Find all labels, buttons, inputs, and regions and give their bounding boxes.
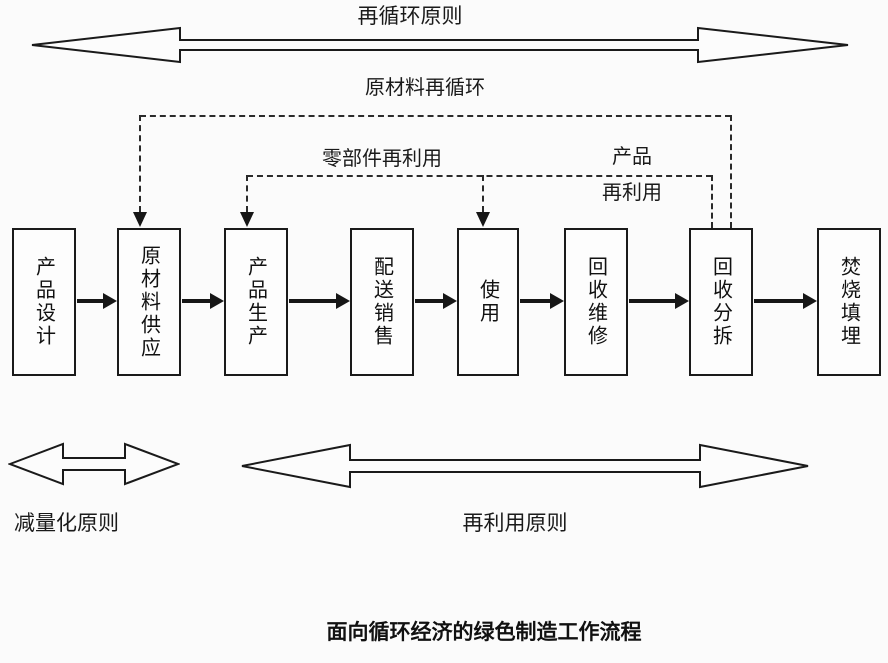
down-arrowhead-raw-material-icon	[133, 212, 147, 227]
raw-material-loop-hline	[140, 115, 731, 117]
stage-label: 使用	[476, 279, 499, 325]
reuse-loop-hline	[247, 175, 712, 177]
arrow-head	[103, 293, 117, 309]
stage-box-use: 使用	[457, 228, 519, 376]
arrow-head	[443, 293, 457, 309]
right-arrow-icon	[754, 293, 817, 309]
arrow-head	[336, 293, 350, 309]
arrow-shaft	[182, 299, 212, 303]
stage-box-incinerate-landfill: 焚烧填埋	[817, 228, 881, 376]
stage-box-product-design: 产品设计	[12, 228, 76, 376]
arrow-head	[210, 293, 224, 309]
product-reuse-target-vline	[482, 175, 484, 212]
stage-box-recycle-dismantle: 回收分拆	[689, 228, 753, 376]
stage-label: 产品生产	[244, 256, 267, 348]
reuse-principle-label: 再利用原则	[462, 512, 568, 535]
stage-box-production: 产品生产	[224, 228, 288, 376]
recycle-principle-double-arrow-icon	[31, 26, 849, 64]
arrow-head	[550, 293, 564, 309]
right-arrow-icon	[415, 293, 457, 309]
right-arrow-icon	[629, 293, 689, 309]
stage-label: 焚烧填埋	[837, 256, 860, 348]
stage-label: 原材料供应	[137, 244, 160, 360]
stage-box-distribution-sales: 配送销售	[350, 228, 414, 376]
reduce-principle-double-arrow-icon	[8, 442, 180, 486]
arrow-shaft	[754, 299, 805, 303]
stage-box-raw-material-supply: 原材料供应	[117, 228, 181, 376]
diagram-caption: 面向循环经济的绿色制造工作流程	[326, 621, 642, 644]
product-reuse-label-line2: 再利用	[602, 182, 662, 204]
right-arrow-icon	[182, 293, 224, 309]
arrow-shaft	[77, 299, 105, 303]
recycle-principle-label: 再循环原则	[357, 5, 463, 28]
stage-label: 回收维修	[584, 256, 607, 348]
stage-label: 配送销售	[370, 256, 393, 348]
arrow-shaft	[520, 299, 552, 303]
stage-label: 产品设计	[32, 256, 55, 348]
down-arrowhead-product-reuse-icon	[476, 212, 490, 227]
arrow-shaft	[289, 299, 338, 303]
raw-material-loop-source-vline	[730, 115, 732, 228]
stage-box-recycle-repair: 回收维修	[564, 228, 628, 376]
arrow-shaft	[629, 299, 677, 303]
product-reuse-label-line1: 产品	[612, 146, 652, 168]
stage-label: 回收分拆	[709, 256, 732, 348]
arrow-head	[803, 293, 817, 309]
parts-reuse-target-vline	[246, 175, 248, 212]
raw-material-loop-target-vline	[139, 115, 141, 212]
reduce-principle-label: 减量化原则	[14, 512, 119, 535]
right-arrow-icon	[77, 293, 117, 309]
reuse-loop-source-vline	[711, 175, 713, 228]
parts-reuse-label: 零部件再利用	[322, 148, 442, 170]
arrow-head	[675, 293, 689, 309]
raw-material-recycle-label: 原材料再循环	[365, 77, 485, 99]
right-arrow-icon	[289, 293, 350, 309]
right-arrow-icon	[520, 293, 564, 309]
reuse-principle-double-arrow-icon	[241, 443, 809, 489]
down-arrowhead-parts-reuse-icon	[240, 212, 254, 227]
arrow-shaft	[415, 299, 445, 303]
